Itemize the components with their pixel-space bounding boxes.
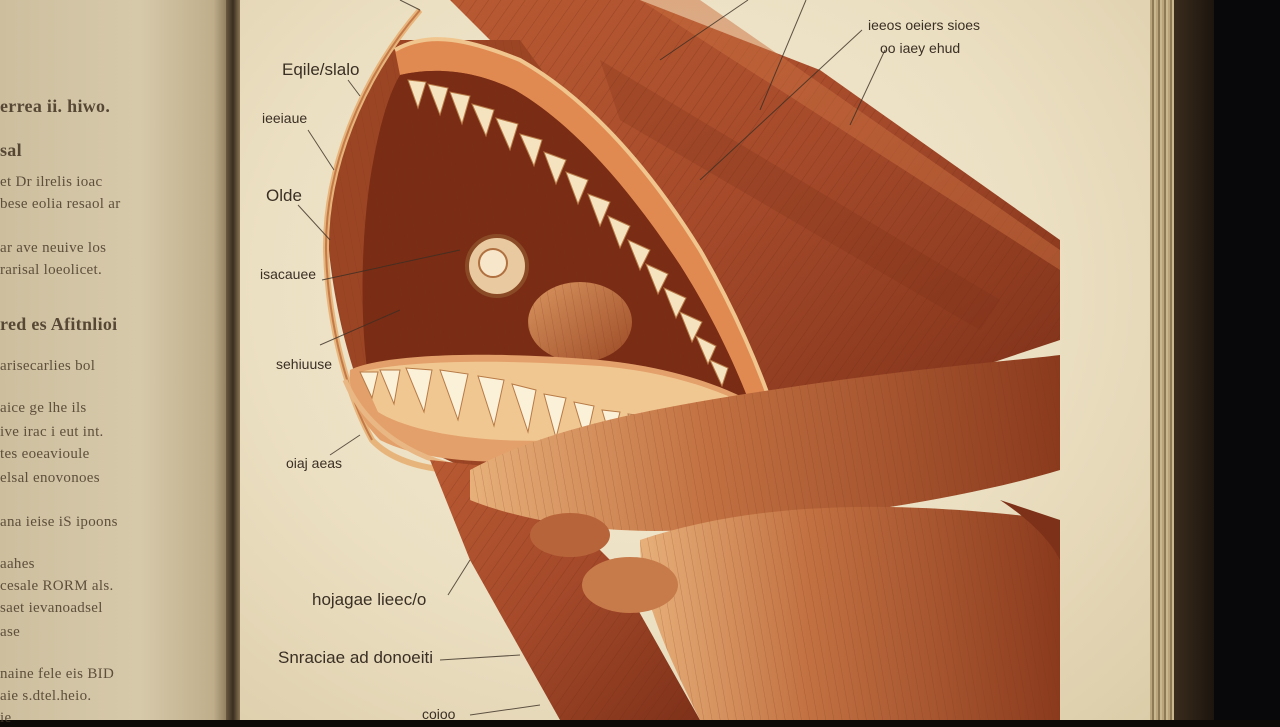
annotation-label: coioo: [422, 706, 456, 722]
left-page-line: bese eolia resaol ar: [0, 196, 121, 212]
left-page-line: ie: [0, 710, 12, 726]
annotation-label: Snraciae ad donoeiti: [278, 648, 434, 667]
book-gutter: [226, 0, 240, 720]
left-page-line: aie s.dtel.heio.: [0, 688, 92, 704]
annotation-label: isacauee: [260, 266, 317, 282]
annotation-label: sehiuuse: [276, 356, 333, 372]
left-page-line: rarisal loeolicet.: [0, 262, 103, 278]
left-page-line: naine fele eis BID: [0, 666, 115, 682]
annotation-label: oiaj aeas: [286, 455, 343, 471]
annotation-label: ieeiaue: [262, 110, 308, 126]
left-page-line: aice ge lhe ils: [0, 400, 87, 416]
left-page-line: elsal enovonoes: [0, 470, 100, 486]
annotation-label: oo iaey ehud: [880, 40, 961, 56]
left-page-line: tes eoeavioule: [0, 446, 90, 462]
annotation-label: ieeos oeiers sioes: [868, 17, 981, 33]
left-page-line: ar ave neuive los: [0, 240, 107, 256]
left-page-line: et Dr ilrelis ioac: [0, 174, 103, 190]
left-book-page: errea ii. hiwo. sal et Dr ilrelis ioac b…: [0, 0, 232, 726]
left-page-line: cesale RORM als.: [0, 578, 114, 594]
page-edges: [1150, 0, 1174, 720]
dark-background: [1214, 0, 1280, 720]
annotation-label: Olde: [266, 186, 302, 205]
book-cover-edge: [1174, 0, 1214, 720]
left-page-line: errea ii. hiwo.: [0, 96, 111, 116]
annotation-label: hojagae lieec/o: [312, 590, 427, 609]
left-page-line: ase: [0, 624, 21, 640]
left-page-line: arisecarlies bol: [0, 358, 96, 374]
left-page-line: sal: [0, 140, 22, 160]
left-page-line: red es Afitnlioi: [0, 314, 118, 334]
left-page-line: saet ievanoadsel: [0, 600, 103, 616]
left-page-line: ana ieise iS ipoons: [0, 514, 118, 530]
left-page-line: aahes: [0, 556, 35, 572]
left-page-line: ive irac i eut int.: [0, 424, 104, 440]
annotation-label: Eqile/slalo: [282, 60, 360, 79]
